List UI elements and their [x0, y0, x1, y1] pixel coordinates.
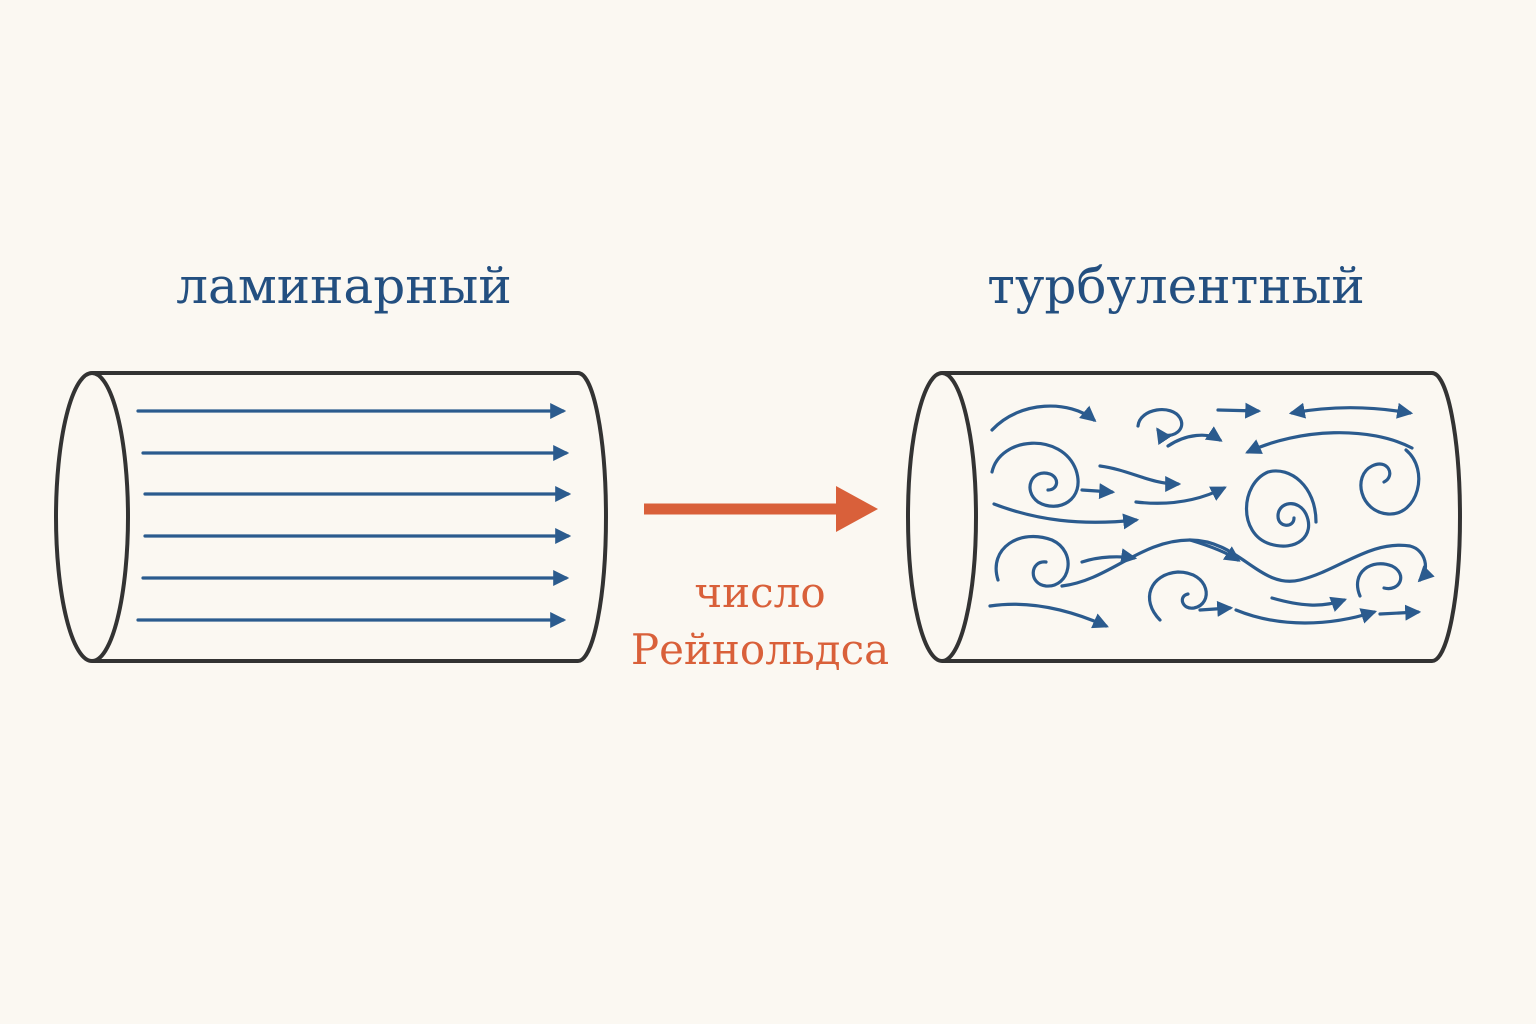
- laminar-pipe: [54, 371, 608, 663]
- eddy-spiral: [1245, 469, 1318, 548]
- eddy-arrow: [1166, 426, 1223, 448]
- eddy-spiral: [1148, 570, 1208, 622]
- eddy-spiral: [990, 441, 1080, 508]
- eddy-arrow: [1188, 538, 1241, 562]
- eddy-arrow: [1198, 600, 1234, 617]
- eddy-arrow: [1080, 548, 1138, 565]
- eddy-arrow: [988, 602, 1109, 629]
- eddy-arrow: [1080, 483, 1116, 500]
- eddy-arrow: [1136, 408, 1184, 446]
- eddy-arrow: [1270, 596, 1348, 612]
- eddy-arrow: [1378, 604, 1422, 621]
- eddy-arrow: [1098, 464, 1182, 492]
- eddy-arrow: [1234, 608, 1378, 625]
- turbulent-pipe: [906, 371, 1462, 663]
- eddy-arrow: [1245, 431, 1414, 454]
- eddy-arrow: [1216, 402, 1262, 419]
- eddy-arrow: [992, 502, 1140, 530]
- eddy-spiral: [1359, 448, 1421, 516]
- eddy-arrow: [990, 404, 1097, 432]
- turbulent-eddies: [988, 402, 1435, 629]
- eddy-arrow: [1134, 486, 1227, 505]
- eddy-arrow: [1060, 538, 1435, 588]
- eddy-arrow: [1288, 402, 1414, 419]
- arrow-head: [836, 486, 878, 532]
- reynolds-transition-arrow: [644, 486, 878, 532]
- eddy-spiral: [1356, 562, 1403, 598]
- eddy-spiral: [994, 534, 1070, 588]
- reynolds-label-line1: число: [694, 568, 825, 617]
- turbulent-label: турбулентный: [987, 257, 1364, 315]
- laminar-pipe-body: [92, 371, 608, 663]
- laminar-label: ламинарный: [176, 257, 511, 315]
- reynolds-label-line2: Рейнольдса: [631, 625, 889, 674]
- turbulent-pipe-body: [942, 371, 1462, 663]
- laminar-streamlines: [136, 403, 572, 628]
- turbulent-pipe-opening: [906, 371, 978, 663]
- laminar-pipe-opening: [54, 371, 130, 663]
